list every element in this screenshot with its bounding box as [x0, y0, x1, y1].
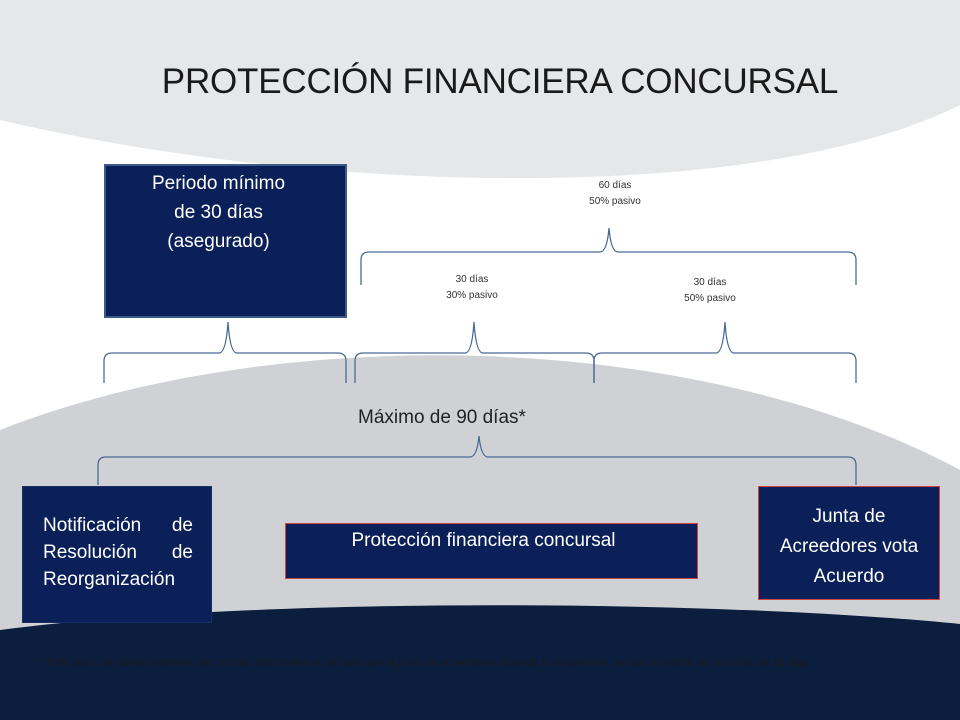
label-30b-line-2: 50% pasivo: [684, 293, 736, 304]
junta-line-2: Acreedores vota: [779, 536, 919, 557]
notificacion-line-2: Resolución de: [43, 542, 193, 563]
brace-top-60-dias: [360, 227, 857, 285]
periodo-line-2: de 30 días: [174, 202, 263, 223]
label-60-dias-line-2: 50% pasivo: [589, 196, 641, 207]
brace-periodo-minimo: [103, 321, 347, 383]
label-30-dias-a: 30 días 30% pasivo: [412, 272, 532, 304]
footnote: * Este plazo se puede extender por 10 dí…: [40, 657, 812, 669]
junta-line-1: Junta de: [812, 506, 886, 527]
junta-acreedores-box: Junta de Acreedores vota Acuerdo: [758, 486, 940, 600]
slide-title: PROTECCIÓN FINANCIERA CONCURSAL: [161, 62, 839, 101]
top-grey-band: [0, 0, 960, 179]
maximo-90-dias-label: Máximo de 90 días*: [358, 407, 526, 428]
label-30-dias-b: 30 días 50% pasivo: [650, 275, 770, 307]
brace-30-dias-b: [593, 321, 857, 383]
junta-line-3: Acuerdo: [813, 566, 885, 587]
bottom-dark-band: [0, 605, 960, 720]
label-60-dias-line-1: 60 días: [598, 180, 632, 191]
label-30b-line-1: 30 días: [693, 277, 727, 288]
notificacion-line-1: Notificación de: [43, 515, 193, 536]
notificacion-box: Notificación de Resolución de Reorganiza…: [22, 486, 212, 623]
notificacion-line-3: Reorganización: [43, 569, 176, 590]
label-30a-line-1: 30 días: [455, 274, 489, 285]
brace-maximo-90-dias: [97, 435, 857, 485]
periodo-minimo-box: Periodo mínimo de 30 días (asegurado): [104, 164, 347, 318]
proteccion-financiera-box: Protección financiera concursal: [285, 523, 698, 579]
label-30a-line-2: 30% pasivo: [446, 290, 498, 301]
periodo-line-1: Periodo mínimo: [151, 173, 286, 194]
brace-30-dias-a: [354, 321, 595, 383]
periodo-line-3: (asegurado): [167, 231, 270, 252]
label-60-dias: 60 días 50% pasivo: [555, 178, 675, 210]
